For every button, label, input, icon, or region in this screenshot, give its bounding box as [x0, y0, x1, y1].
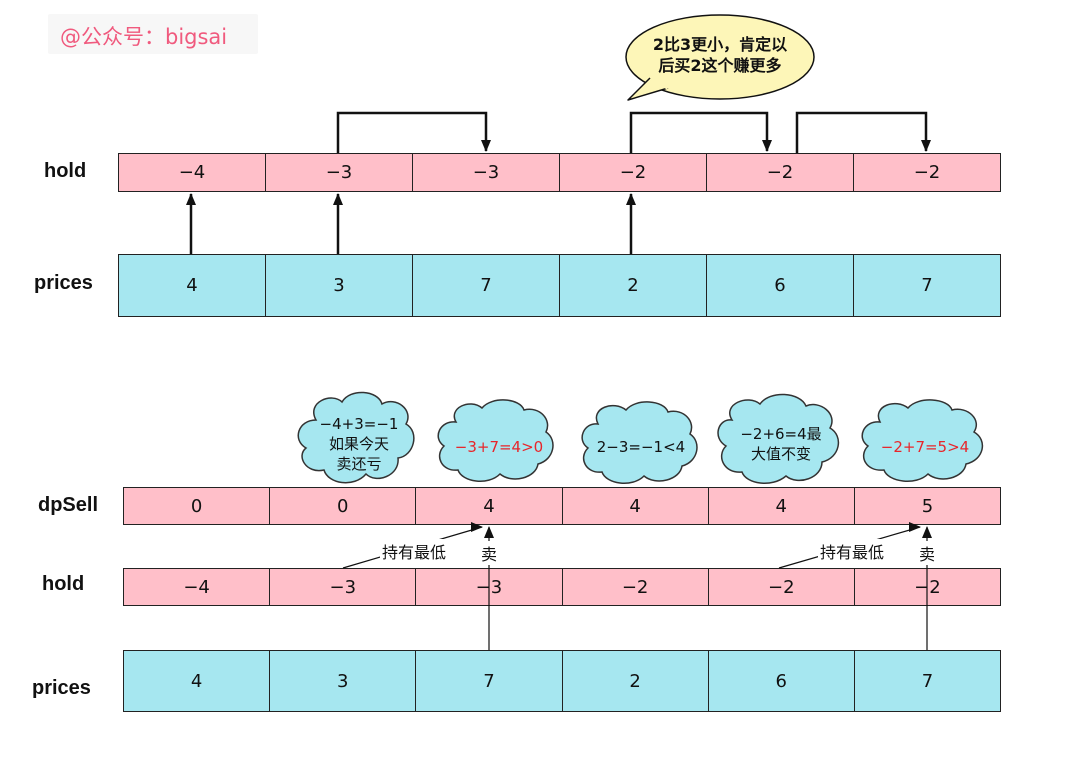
dpsell-cell: 4	[563, 488, 709, 524]
bottom-dpsell-row: 0 0 4 4 4 5	[123, 487, 1001, 525]
bottom-hold-cell: −4	[124, 569, 271, 605]
cloud-line: −4+3=−1	[319, 415, 399, 433]
cloud-note-highlight: −2+7=5>4	[866, 414, 984, 480]
cloud-line: 如果今天	[328, 435, 389, 453]
top-price-cell: 4	[119, 255, 266, 316]
dpsell-cell: 0	[270, 488, 417, 524]
top-price-cell: 3	[266, 255, 413, 316]
carry-forward-arrow	[629, 111, 772, 153]
cloud-note: −2+6=4最 大值不变	[722, 408, 840, 480]
top-hold-cell: −2	[913, 162, 941, 183]
watermark-text: @公众号：bigsai	[60, 25, 228, 49]
cloud-note-highlight: −3+7=4>0	[444, 414, 554, 480]
bottom-price-cell: 2	[563, 651, 709, 711]
speech-bubble	[625, 14, 815, 101]
top-price-cell: 2	[560, 255, 707, 316]
cloud-note: 2−3=−1<4	[586, 414, 696, 480]
speech-bubble-line: 后买2这个赚更多	[658, 56, 782, 75]
bottom-price-cell: 3	[270, 651, 417, 711]
top-price-cell: 7	[413, 255, 560, 316]
cloud-shape	[861, 399, 984, 482]
top-prices-row: 4 3 7 2 6 7	[118, 254, 1001, 317]
hold-min-label: 持有最低	[818, 539, 887, 563]
sell-label: 卖	[479, 541, 500, 565]
top-hold-label: hold	[44, 160, 87, 182]
bottom-price-cell: 7	[416, 651, 563, 711]
cloud-line: −2+6=4最	[740, 425, 822, 443]
cloud-shapes	[297, 391, 984, 484]
cloud-line: 大值不变	[750, 445, 811, 463]
dpsell-cell: 5	[921, 495, 934, 517]
cloud-shape	[297, 391, 415, 484]
sell-label: 卖	[917, 541, 938, 565]
carry-forward-arrow	[336, 111, 491, 153]
bottom-prices-row: 4 3 7 2 6 7	[123, 650, 1001, 712]
cloud-line: −2+7=5>4	[880, 438, 970, 456]
speech-bubble-line: 2比3更小，肯定以	[652, 35, 788, 54]
cloud-line: −3+7=4>0	[454, 438, 544, 456]
bottom-hold-label: hold	[42, 573, 85, 595]
top-price-cell: 7	[921, 275, 933, 296]
top-hold-row: −4 −3 −3 −2 −2 −2	[118, 153, 1001, 192]
carry-forward-arrow	[795, 111, 931, 153]
hold-min-label: 持有最低	[380, 539, 449, 563]
dpsell-cell: 0	[124, 488, 271, 524]
bottom-price-cell: 4	[124, 651, 271, 711]
cloud-note: −4+3=−1 如果今天 卖还亏	[304, 408, 414, 480]
speech-bubble-text: 2比3更小，肯定以 后买2这个赚更多	[634, 34, 806, 76]
cloud-line: 卖还亏	[336, 455, 382, 473]
bottom-hold-cell: −2	[563, 569, 709, 605]
top-hold-cell: −4	[119, 154, 266, 191]
top-price-cell: 6	[707, 255, 854, 316]
cloud-line: 2−3=−1<4	[596, 438, 686, 456]
cloud-shape	[437, 399, 554, 482]
bottom-hold-cell: −3	[270, 569, 417, 605]
dpsell-cell: 4	[416, 488, 563, 524]
top-hold-cell: −2	[707, 154, 854, 191]
top-hold-cell: −3	[266, 154, 413, 191]
bottom-prices-label: prices	[32, 677, 91, 699]
top-hold-cell: −3	[413, 154, 560, 191]
bottom-price-cell: 6	[709, 651, 855, 711]
bottom-hold-row: −4 −3 −3 −2 −2 −2	[123, 568, 1001, 606]
bottom-hold-cell: −2	[709, 569, 855, 605]
bottom-dpsell-label: dpSell	[38, 494, 99, 516]
top-hold-cell: −2	[560, 154, 707, 191]
cloud-shape	[581, 401, 698, 484]
top-prices-label: prices	[34, 272, 93, 294]
bottom-price-cell: 7	[921, 670, 934, 692]
dpsell-cell: 4	[709, 488, 855, 524]
watermark: @公众号：bigsai	[48, 14, 258, 54]
cloud-shape	[717, 393, 840, 484]
